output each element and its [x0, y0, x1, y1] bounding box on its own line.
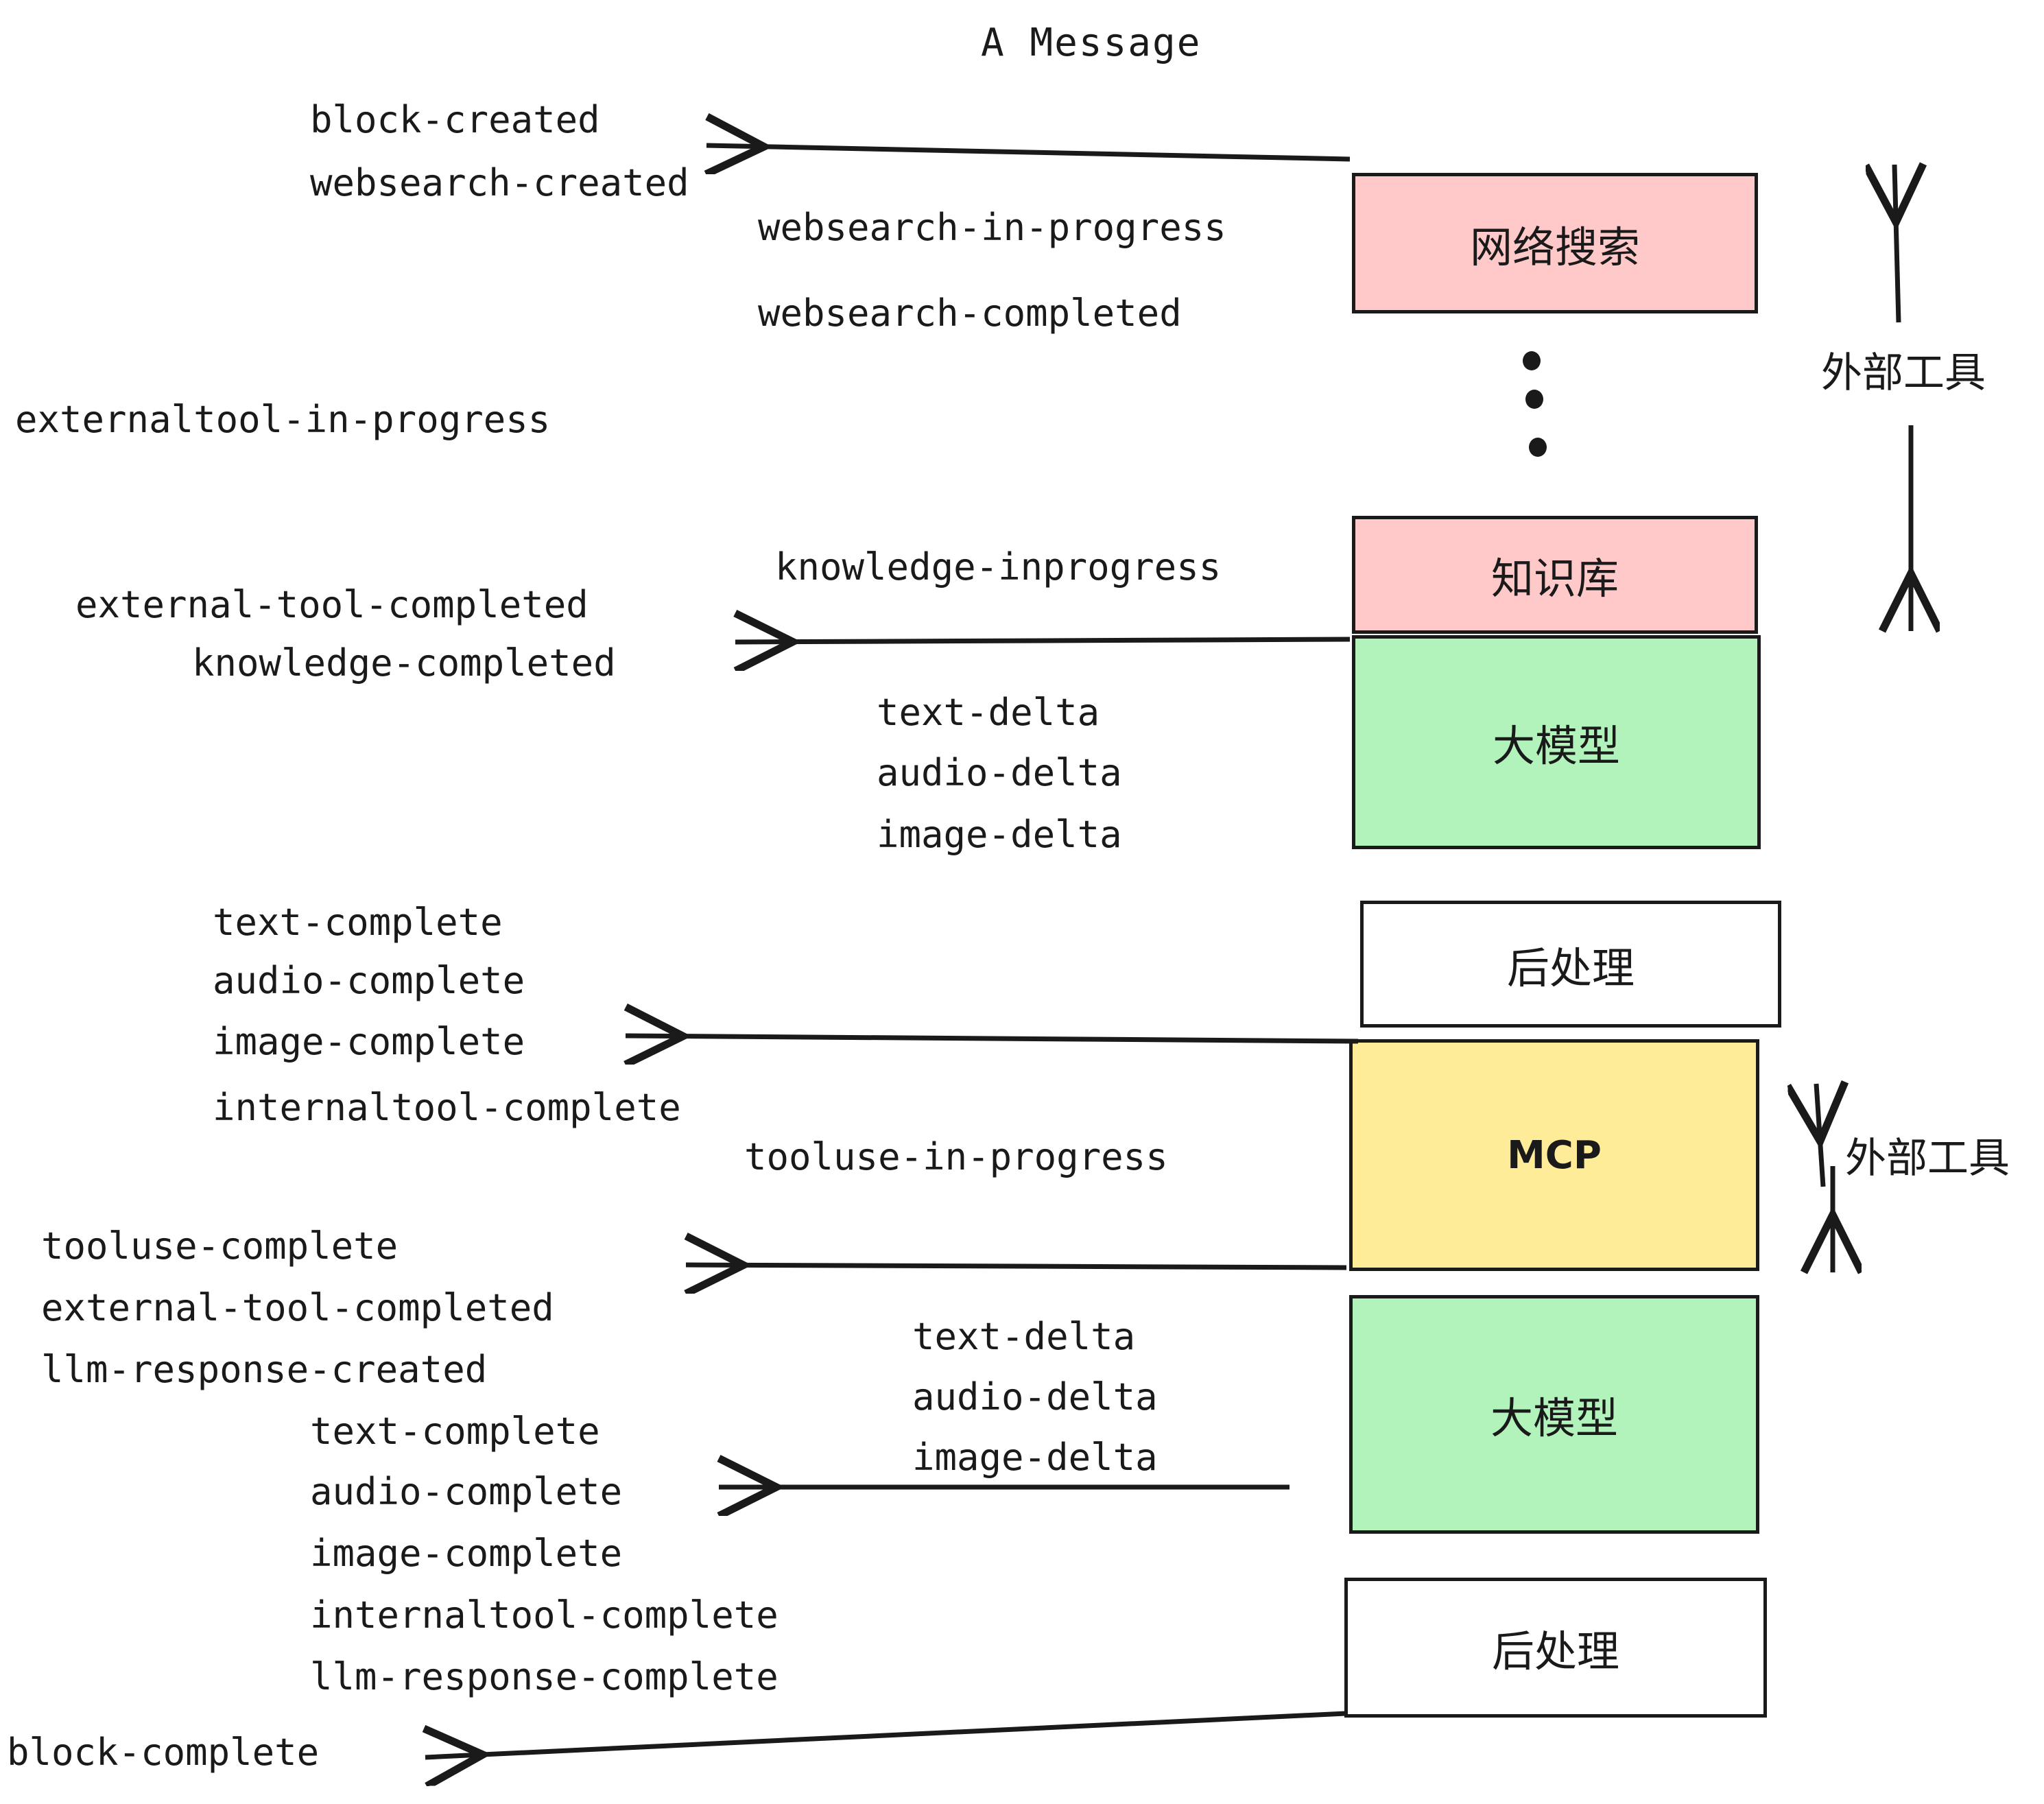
event-tooluse-in-progress: tooluse-in-progress	[744, 1135, 1168, 1178]
event-external-tool-completed-2: external-tool-completed	[41, 1286, 554, 1329]
arrow-websearch-to-block-created	[706, 145, 1351, 159]
event-llm-response-complete: llm-response-complete	[310, 1655, 779, 1698]
diagram-title: A Message	[981, 21, 1202, 65]
box-postprocess-bottom-label: 后处理	[1491, 1626, 1619, 1676]
arrow-knowledge-to-completed	[735, 639, 1351, 642]
arrow-postprocess-to-image-complete	[626, 1036, 1359, 1041]
arrow-external-tool-bottom-up	[1816, 1084, 1823, 1187]
box-llm-bottom-label: 大模型	[1490, 1393, 1618, 1443]
event-external-tool-completed-1: external-tool-completed	[75, 583, 589, 626]
event-text-complete-2: text-complete	[310, 1410, 600, 1453]
event-externaltool-in-progress: externaltool-in-progress	[15, 398, 551, 441]
event-knowledge-inprogress: knowledge-inprogress	[775, 545, 1222, 589]
event-websearch-in-progress: websearch-in-progress	[758, 206, 1226, 249]
box-postprocess-top[interactable]: 后处理	[1360, 901, 1781, 1028]
event-block-complete: block-complete	[7, 1731, 320, 1774]
event-text-delta-2: text-delta	[912, 1315, 1136, 1358]
event-audio-complete-2: audio-complete	[310, 1470, 623, 1513]
arrow-postprocess-bottom-to-block-complete	[425, 1711, 1346, 1757]
event-internaltool-complete-1: internaltool-complete	[213, 1086, 681, 1129]
box-mcp[interactable]: MCP	[1349, 1039, 1759, 1271]
arrow-mcp-to-tooluse-complete	[686, 1265, 1347, 1268]
event-image-delta-1: image-delta	[877, 813, 1122, 856]
box-llm-top-label: 大模型	[1492, 721, 1620, 771]
event-image-complete-2: image-complete	[310, 1532, 623, 1575]
event-block-created: block-created	[310, 98, 600, 141]
box-websearch-label: 网络搜索	[1469, 222, 1640, 272]
event-websearch-created: websearch-created	[310, 161, 689, 204]
box-llm-bottom[interactable]: 大模型	[1349, 1295, 1759, 1534]
side-label-external-tool-bottom: 外部工具	[1845, 1135, 2010, 1183]
event-llm-response-created: llm-response-created	[41, 1348, 488, 1391]
ellipsis-dot-3	[1529, 438, 1547, 457]
event-audio-delta-2: audio-delta	[912, 1375, 1158, 1419]
event-websearch-completed: websearch-completed	[758, 292, 1182, 335]
box-knowledge[interactable]: 知识库	[1352, 516, 1758, 634]
box-mcp-label: MCP	[1507, 1132, 1602, 1178]
event-audio-complete-1: audio-complete	[213, 959, 525, 1002]
arrow-external-tool-top-up	[1894, 165, 1899, 323]
event-image-delta-2: image-delta	[912, 1436, 1158, 1479]
event-image-complete-1: image-complete	[213, 1020, 525, 1063]
event-internaltool-complete-2: internaltool-complete	[310, 1593, 779, 1637]
box-knowledge-label: 知识库	[1490, 554, 1619, 604]
event-knowledge-completed: knowledge-completed	[192, 641, 616, 685]
ellipsis-dot-2	[1525, 390, 1543, 409]
event-audio-delta-1: audio-delta	[877, 751, 1122, 794]
event-text-complete-1: text-complete	[213, 901, 503, 944]
box-postprocess-top-label: 后处理	[1506, 942, 1635, 993]
event-tooluse-complete: tooluse-complete	[41, 1224, 399, 1268]
box-postprocess-bottom[interactable]: 后处理	[1344, 1578, 1767, 1718]
side-label-external-tool-top: 外部工具	[1821, 349, 1986, 397]
box-llm-top[interactable]: 大模型	[1352, 635, 1761, 849]
event-text-delta-1: text-delta	[877, 691, 1100, 734]
box-websearch[interactable]: 网络搜索	[1352, 173, 1758, 313]
ellipsis-dot-1	[1523, 351, 1541, 370]
